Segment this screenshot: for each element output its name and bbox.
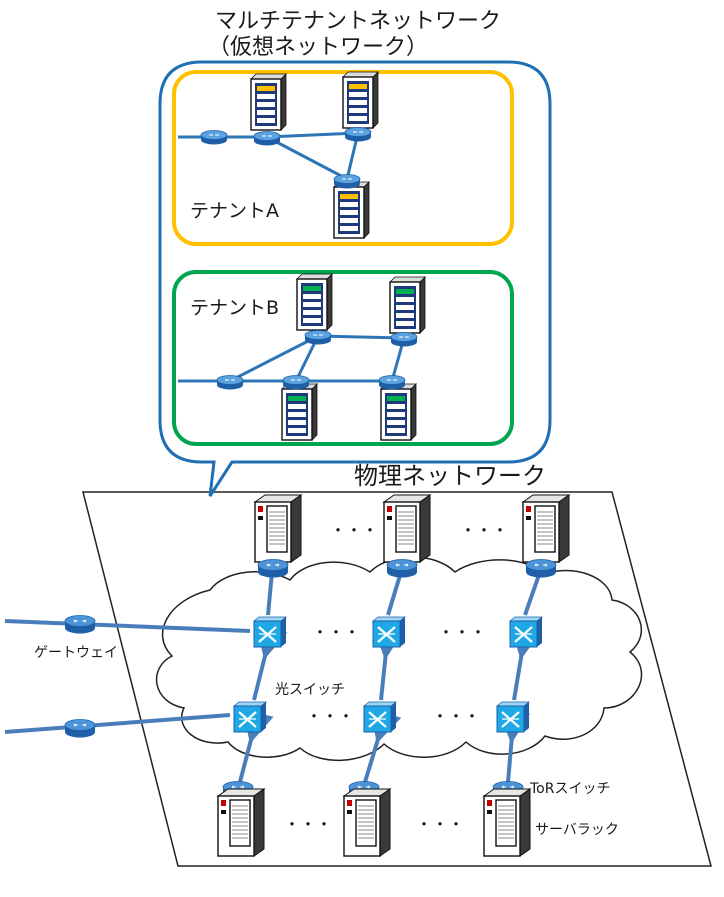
tenant-b-box	[172, 270, 514, 446]
ellipsis-bottom-racks-2: ・・・	[416, 815, 464, 834]
tor-router-top-3	[525, 558, 557, 579]
optical-switch-label: 光スイッチ	[275, 682, 345, 698]
ellipsis-switch-row2-2: ・・・	[432, 707, 480, 726]
optical-switch-lower-2	[362, 700, 398, 734]
tenant-a-label: テナントA	[190, 200, 279, 222]
tor-router-top-2	[386, 558, 418, 579]
optical-switch-lower-3	[495, 700, 531, 734]
ellipsis-switch-row1-1: ・・・	[312, 623, 360, 642]
tenant-a-server-3	[333, 181, 370, 239]
tenant-b-server-1	[296, 273, 333, 331]
upper-links	[266, 571, 542, 616]
tenant-b-gateway-router	[216, 375, 244, 390]
gateway-router-1	[64, 614, 96, 635]
tenant-b-router-1	[304, 330, 332, 345]
title-line1: マルチテナントネットワーク	[215, 9, 501, 34]
server-rack-top-2	[383, 494, 431, 563]
gateway-line-2	[4, 713, 231, 734]
tor-switch-label: ToRスイッチ	[529, 781, 610, 797]
tenant-a-server-2	[342, 71, 379, 129]
ellipsis-switch-row2-1: ・・・	[306, 707, 354, 726]
gateway-line-1	[4, 619, 251, 633]
title-line2: （仮想ネットワーク）	[208, 35, 428, 60]
tenant-b-router-4	[378, 375, 406, 390]
ellipsis-top-racks-2: ・・・	[460, 521, 508, 540]
tenant-b-server-3	[281, 383, 318, 441]
server-rack-bottom-2	[343, 788, 391, 857]
tenant-b-server-2	[389, 276, 426, 334]
switch-links	[238, 624, 542, 783]
server-rack-bottom-3	[483, 788, 531, 857]
server-rack-bottom-1	[217, 788, 265, 857]
optical-switch-upper-2	[371, 615, 407, 649]
tenant-a-router-1	[253, 131, 281, 146]
network-cloud	[155, 556, 643, 761]
optical-switch-upper-1	[252, 615, 288, 649]
tenant-b-label: テナントB	[190, 297, 279, 319]
tenant-b-router-2	[390, 332, 418, 347]
physical-network-title: 物理ネットワーク	[354, 462, 546, 490]
tenant-a-server-1	[250, 73, 287, 131]
gateway-router-2	[64, 718, 96, 739]
ellipsis-switch-row1-2: ・・・	[438, 623, 486, 642]
optical-switch-lower-1	[232, 700, 268, 734]
server-rack-top-3	[522, 494, 570, 563]
server-rack-label: サーバラック	[535, 822, 619, 838]
tenant-a-router-3	[333, 174, 361, 189]
tenant-a-gateway-router	[200, 130, 228, 145]
tenant-a-router-2	[344, 127, 372, 142]
ellipsis-top-racks-1: ・・・	[330, 521, 378, 540]
tenant-b-router-3	[282, 375, 310, 390]
tor-router-top-1	[257, 558, 289, 579]
tenant-b-server-4	[380, 383, 417, 441]
ellipsis-bottom-racks-1: ・・・	[284, 815, 332, 834]
gateway-label: ゲートウェイ	[34, 645, 118, 661]
optical-switch-upper-3	[508, 615, 544, 649]
server-rack-top-1	[254, 494, 302, 563]
